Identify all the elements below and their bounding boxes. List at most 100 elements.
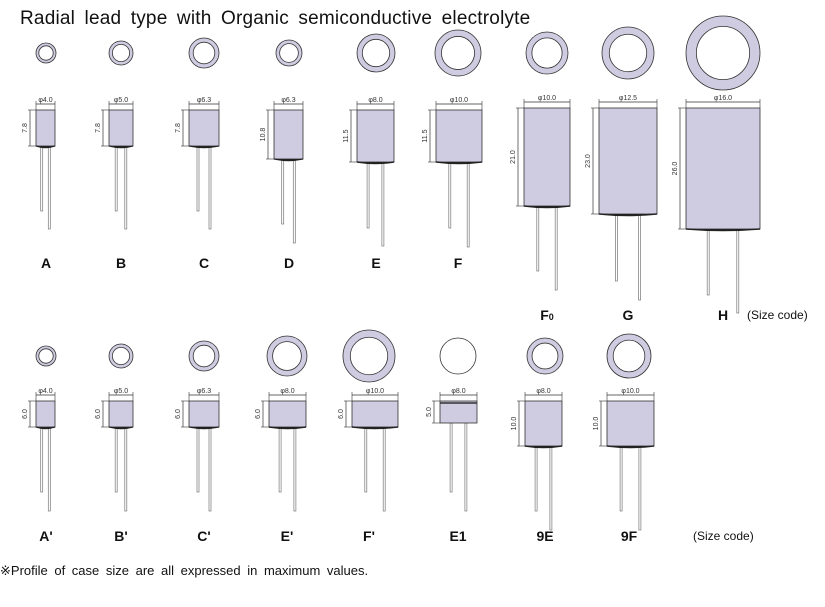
capacitor-f0: φ10.021.0F0 — [510, 31, 571, 323]
lead-long — [124, 145, 128, 230]
top-view-ring-inner — [192, 41, 216, 65]
size-code-label: F' — [363, 528, 375, 544]
capacitor-e1: φ8.05.0E1 — [426, 337, 478, 544]
size-code-label: D — [284, 255, 294, 271]
lead-short — [364, 426, 368, 493]
size-code-label: 9E — [536, 528, 553, 544]
lead-short — [536, 205, 540, 272]
lead-long — [638, 213, 641, 301]
size-code-label: F — [454, 255, 463, 271]
footnote: ※Profile of case size are all expressed … — [0, 563, 369, 578]
capacitor-body — [606, 400, 655, 447]
capacitor-body — [351, 400, 399, 428]
diameter-label: φ6.3 — [197, 388, 211, 395]
body-base-edge — [598, 213, 658, 217]
body-base-edge — [35, 145, 56, 149]
diameter-label: φ10.0 — [450, 97, 468, 104]
capacitor-body — [108, 400, 134, 428]
body-base-edge — [523, 205, 571, 209]
height-label: 6.0 — [175, 409, 182, 419]
diameter-label: φ5.0 — [114, 388, 128, 395]
capacitor-body — [188, 400, 220, 428]
height-label: 6.0 — [255, 409, 262, 419]
lead-long — [47, 145, 51, 230]
capacitor-b: φ5.07.8B — [95, 40, 134, 271]
lead-short — [278, 426, 282, 493]
height-label: 6.0 — [22, 409, 29, 419]
diameter-label: φ10.0 — [621, 388, 639, 395]
top-view-ring-inner — [361, 38, 391, 68]
height-label: 23.0 — [585, 154, 592, 168]
lead-short — [40, 145, 44, 212]
size-code-caption-row1: (Size code) — [747, 308, 808, 322]
size-code-label: E — [371, 255, 380, 271]
size-code-label: F0 — [540, 307, 554, 323]
capacitor-body — [523, 107, 571, 207]
diameter-label: φ5.0 — [114, 97, 128, 104]
capacitor-body — [435, 109, 483, 163]
lead-long — [554, 205, 558, 291]
lead-long — [466, 161, 470, 248]
top-view-ring-inner — [192, 344, 216, 368]
body-base-edge — [108, 426, 134, 430]
body-base-edge — [35, 426, 56, 430]
capacitor-fp: φ10.06.0F' — [338, 329, 399, 544]
lead-short — [619, 445, 623, 512]
height-label: 11.5 — [343, 129, 350, 142]
body-base-edge — [685, 228, 761, 232]
lead-short — [196, 145, 200, 212]
top-view-ring-inner — [612, 339, 646, 373]
body-base-edge — [435, 161, 483, 165]
lead-short — [366, 161, 370, 229]
diameter-label: φ12.5 — [619, 95, 637, 102]
size-code-label: 9F — [621, 528, 638, 544]
top-view-disc — [439, 337, 477, 375]
lead-short — [449, 422, 453, 493]
lead-short — [448, 161, 452, 229]
height-label: 7.8 — [95, 123, 102, 133]
capacitor-body — [356, 109, 395, 163]
diameter-label: φ8.0 — [280, 388, 294, 395]
lead-short — [40, 426, 44, 493]
capacitor-e: φ8.011.5E — [343, 33, 396, 271]
capacitor-f: φ10.011.5F — [422, 29, 483, 271]
capacitor-cp: φ6.3 6.0C' — [175, 340, 220, 544]
capacitor-body — [598, 107, 658, 215]
height-label: 26.0 — [672, 162, 679, 176]
lead-short — [196, 426, 200, 493]
lead-short — [706, 228, 710, 296]
top-view-ring-inner — [272, 341, 302, 371]
top-view-ring-inner — [38, 45, 54, 61]
size-code-label: B' — [114, 528, 127, 544]
top-view-ring-inner — [279, 43, 299, 63]
diameter-label: φ8.0 — [536, 388, 550, 395]
diameter-label: φ6.3 — [281, 97, 295, 104]
lead-short — [281, 158, 285, 225]
body-base-edge — [188, 145, 220, 149]
capacitor-c: φ6.37.8C — [175, 37, 220, 271]
height-label: 10.0 — [511, 417, 518, 431]
size-code-label: E' — [281, 528, 294, 544]
size-code-label: C' — [197, 528, 210, 544]
height-label: 10.8 — [260, 128, 267, 142]
lead-long — [464, 422, 468, 512]
height-label: 6.0 — [338, 409, 345, 419]
capacitor-body — [439, 400, 478, 424]
body-base-edge — [351, 426, 399, 430]
capacitor-body — [524, 400, 563, 447]
top-view-ring-inner — [111, 346, 131, 366]
body-base-edge — [188, 426, 220, 430]
lead-long — [381, 161, 385, 247]
lead-short — [534, 445, 538, 512]
size-code-label: A — [41, 255, 51, 271]
lead-long — [293, 426, 297, 512]
capacitor-d: φ6.3 10.8D — [260, 39, 304, 271]
capacitor-h: φ16.026.0H — [672, 15, 761, 323]
lead-long — [124, 426, 128, 512]
capacitor-body — [35, 109, 56, 147]
lead-long — [638, 445, 642, 531]
size-code-label: A' — [39, 528, 52, 544]
capacitor-body — [108, 109, 134, 147]
top-view-ring-inner — [695, 25, 751, 81]
body-base-edge — [273, 158, 304, 162]
